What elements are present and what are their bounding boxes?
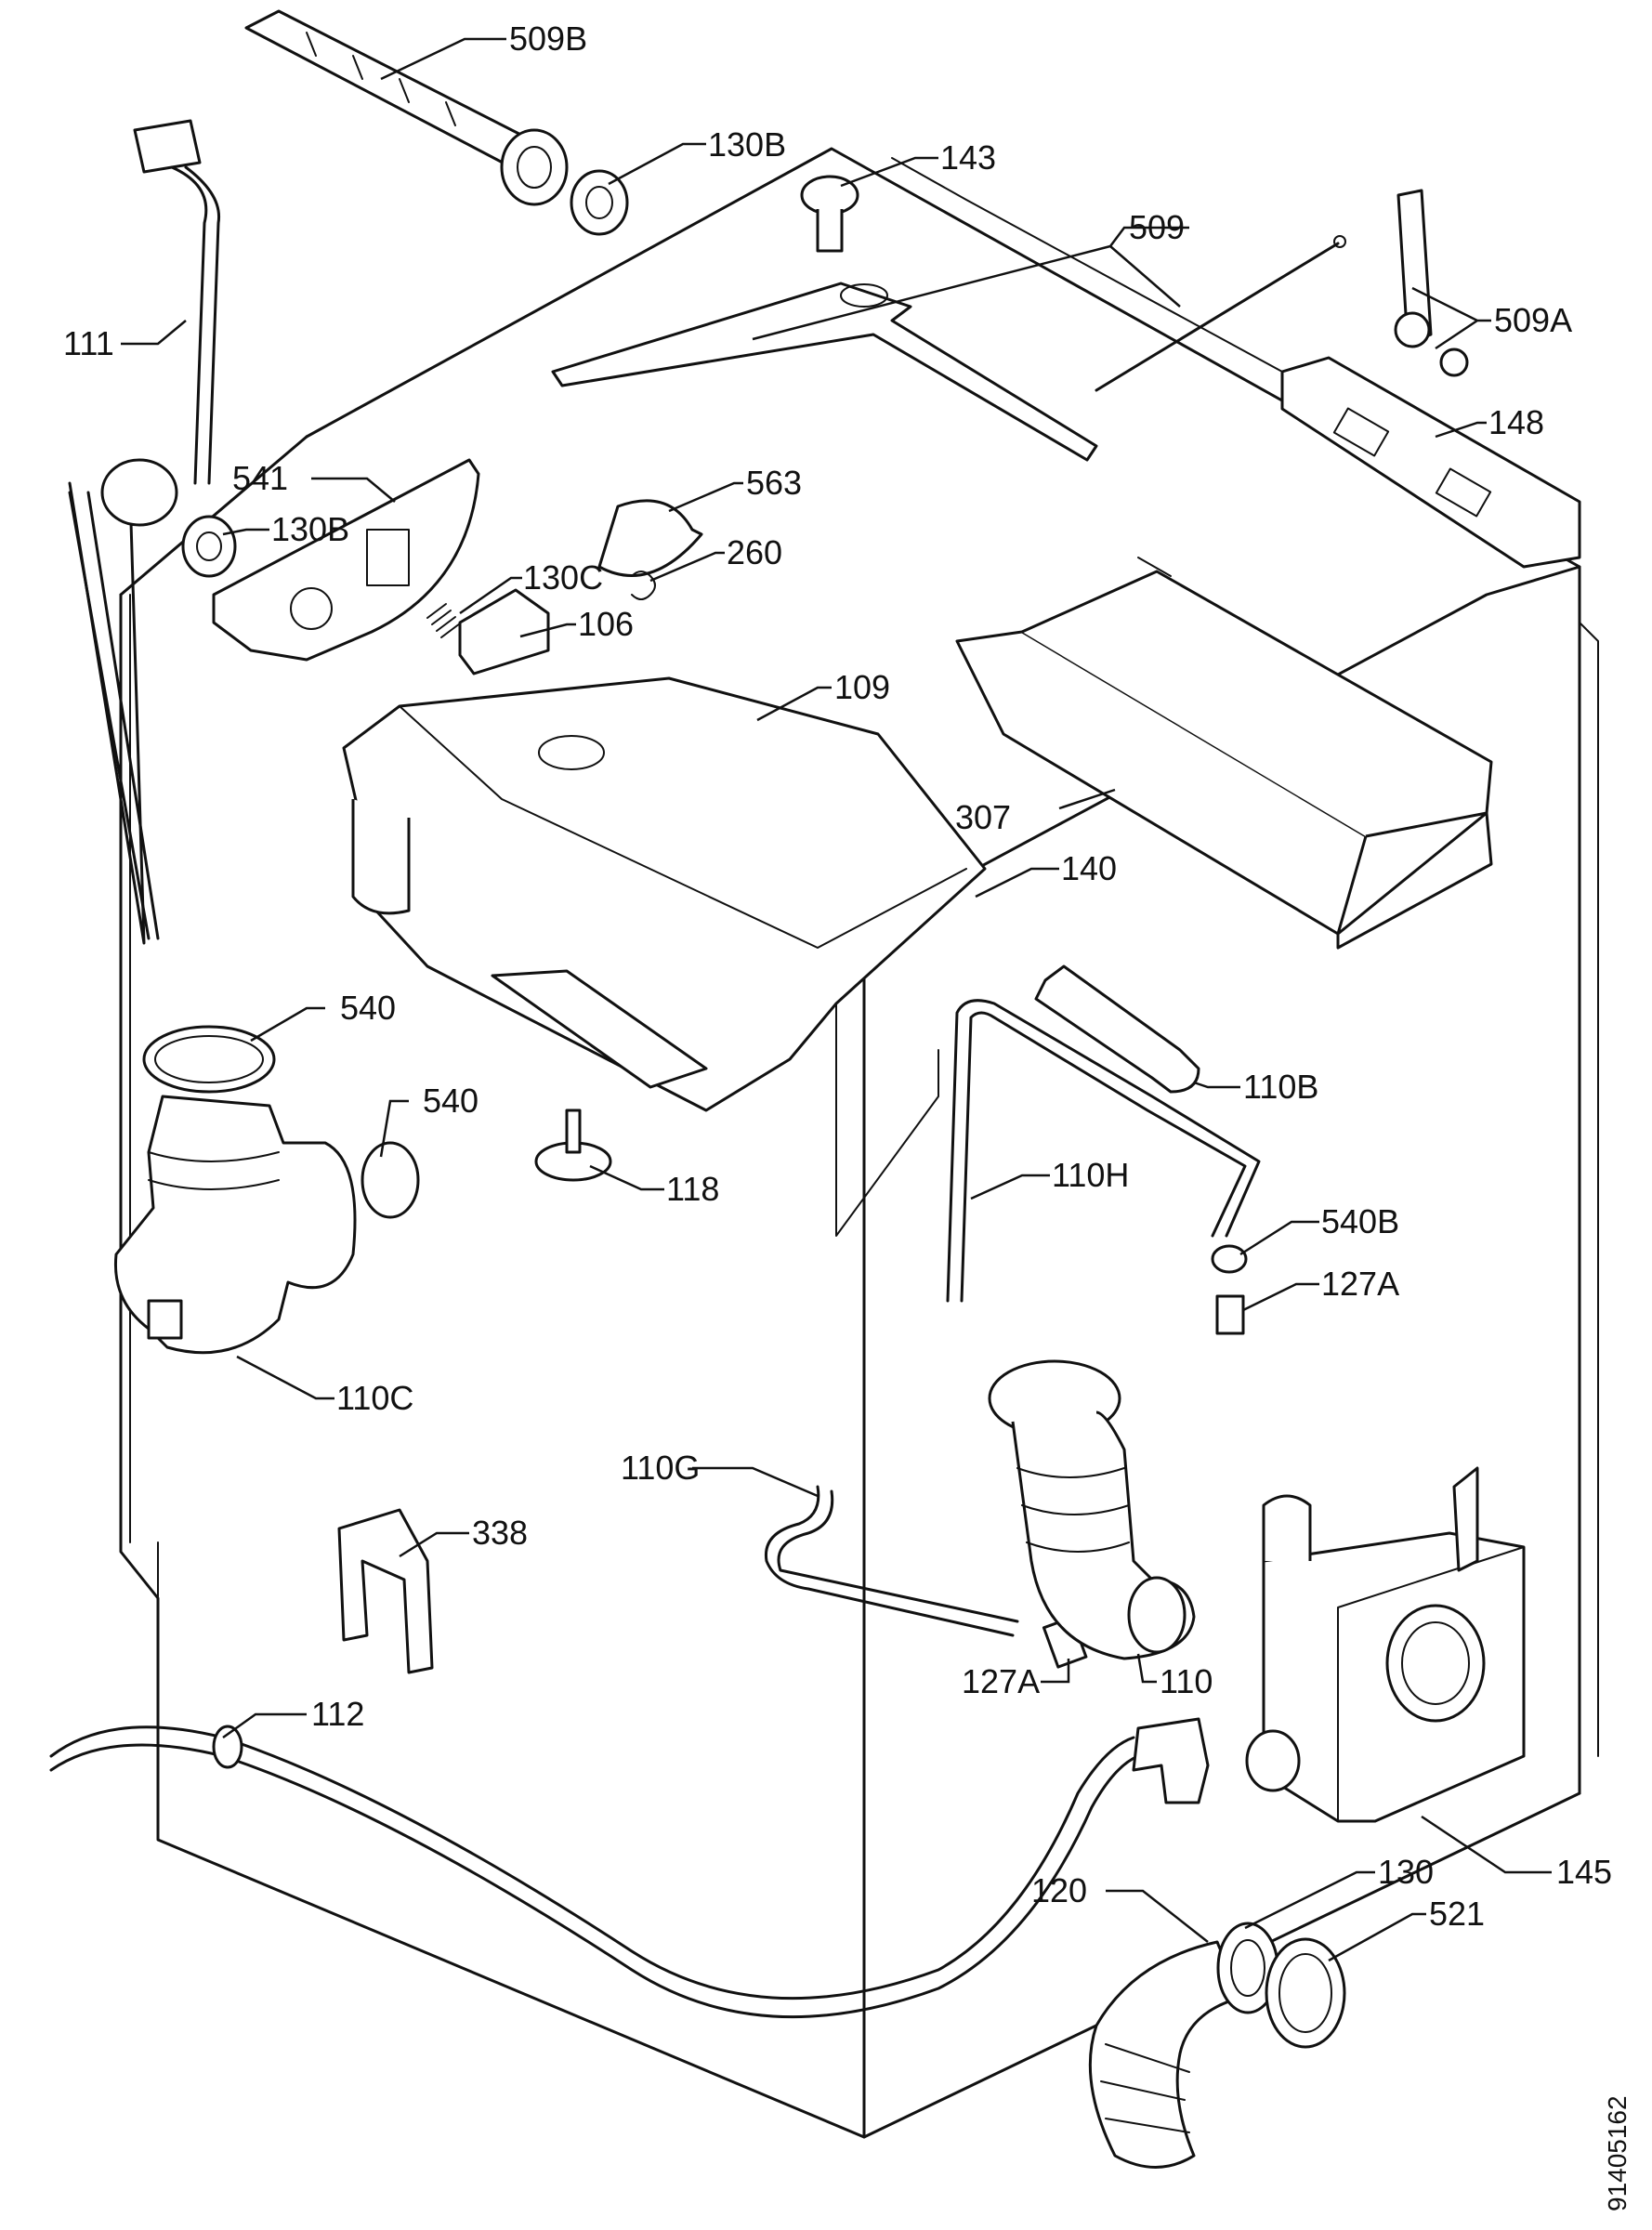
leader-lines: [121, 37, 1552, 1962]
part-521-cap: [1265, 1937, 1346, 2049]
label-540B: 540B: [1321, 1202, 1399, 1240]
part-540-clamp-mid: [361, 1141, 420, 1219]
label-110: 110: [1160, 1662, 1213, 1700]
part-112-drain-hose: [49, 1717, 1210, 2019]
label-509: 509: [1129, 208, 1185, 246]
label-130B-left: 130B: [271, 510, 349, 548]
label-130: 130: [1378, 1853, 1434, 1891]
part-118-impeller: [534, 1108, 612, 1182]
label-127A-low: 127A: [962, 1662, 1040, 1700]
label-120: 120: [1031, 1871, 1087, 1909]
part-143-knob: [800, 175, 859, 253]
label-509B-top: 509B: [509, 20, 587, 58]
part-260-spring: [631, 571, 656, 600]
label-145: 145: [1556, 1853, 1612, 1891]
label-140: 140: [1061, 849, 1117, 887]
part-509A-lever: [1394, 189, 1469, 377]
label-509A: 509A: [1494, 301, 1572, 339]
part-110-bellows: [988, 1359, 1196, 1660]
part-541-bracket: [212, 458, 480, 662]
part-509B-inlet-pipe: [244, 9, 569, 206]
label-541: 541: [232, 459, 288, 497]
part-110C-sump-hose: [113, 1095, 357, 1355]
label-540-mid: 540: [423, 1082, 479, 1120]
label-109: 109: [834, 668, 890, 706]
label-110H: 110H: [1052, 1156, 1129, 1194]
part-563-cam: [597, 499, 703, 577]
part-110B-hose: [1034, 964, 1200, 1094]
label-260: 260: [727, 533, 782, 571]
label-540-top: 540: [340, 989, 396, 1027]
part-120-filter: [1088, 1940, 1242, 2169]
part-145-pump: [1245, 1466, 1526, 1823]
label-112: 112: [311, 1695, 364, 1733]
label-118: 118: [666, 1170, 719, 1208]
part-111-hose: [68, 119, 221, 945]
part-148-bracket: [1280, 356, 1581, 569]
part-338-clip: [337, 1508, 434, 1674]
part-540-clamp-top: [142, 1025, 276, 1094]
label-130B-top: 130B: [708, 125, 786, 164]
label-111: 111: [63, 324, 114, 362]
label-521: 521: [1429, 1895, 1485, 1933]
label-110B: 110B: [1243, 1068, 1318, 1106]
label-130C: 130C: [523, 558, 603, 597]
label-106: 106: [578, 605, 634, 643]
label-110G: 110G: [621, 1449, 700, 1487]
part-127A-connector-right: [1215, 1294, 1245, 1335]
part-540B-clamp: [1211, 1244, 1248, 1274]
label-127A-right: 127A: [1321, 1265, 1399, 1303]
part-307-drawer: [955, 557, 1493, 950]
part-110G-hose: [764, 1485, 1019, 1637]
part-130B-seal-left: [181, 515, 237, 578]
part-109-dispenser-housing: [342, 676, 987, 1112]
label-338: 338: [472, 1514, 528, 1552]
label-143: 143: [940, 138, 996, 177]
label-563: 563: [746, 464, 802, 502]
label-148: 148: [1488, 403, 1544, 441]
part-130B-seal-top: [570, 169, 629, 236]
part-130C-spring: [426, 603, 461, 638]
part-106-valve: [458, 588, 550, 676]
label-110C: 110C: [336, 1379, 413, 1417]
document-number: 91405162: [1603, 2095, 1632, 2211]
part-509-lever: [551, 235, 1346, 462]
label-307: 307: [955, 798, 1011, 836]
callout-labels: 509B 130B 143 509 509A 111 148 541 130B …: [63, 20, 1612, 1933]
part-110H-hose: [946, 999, 1261, 1303]
